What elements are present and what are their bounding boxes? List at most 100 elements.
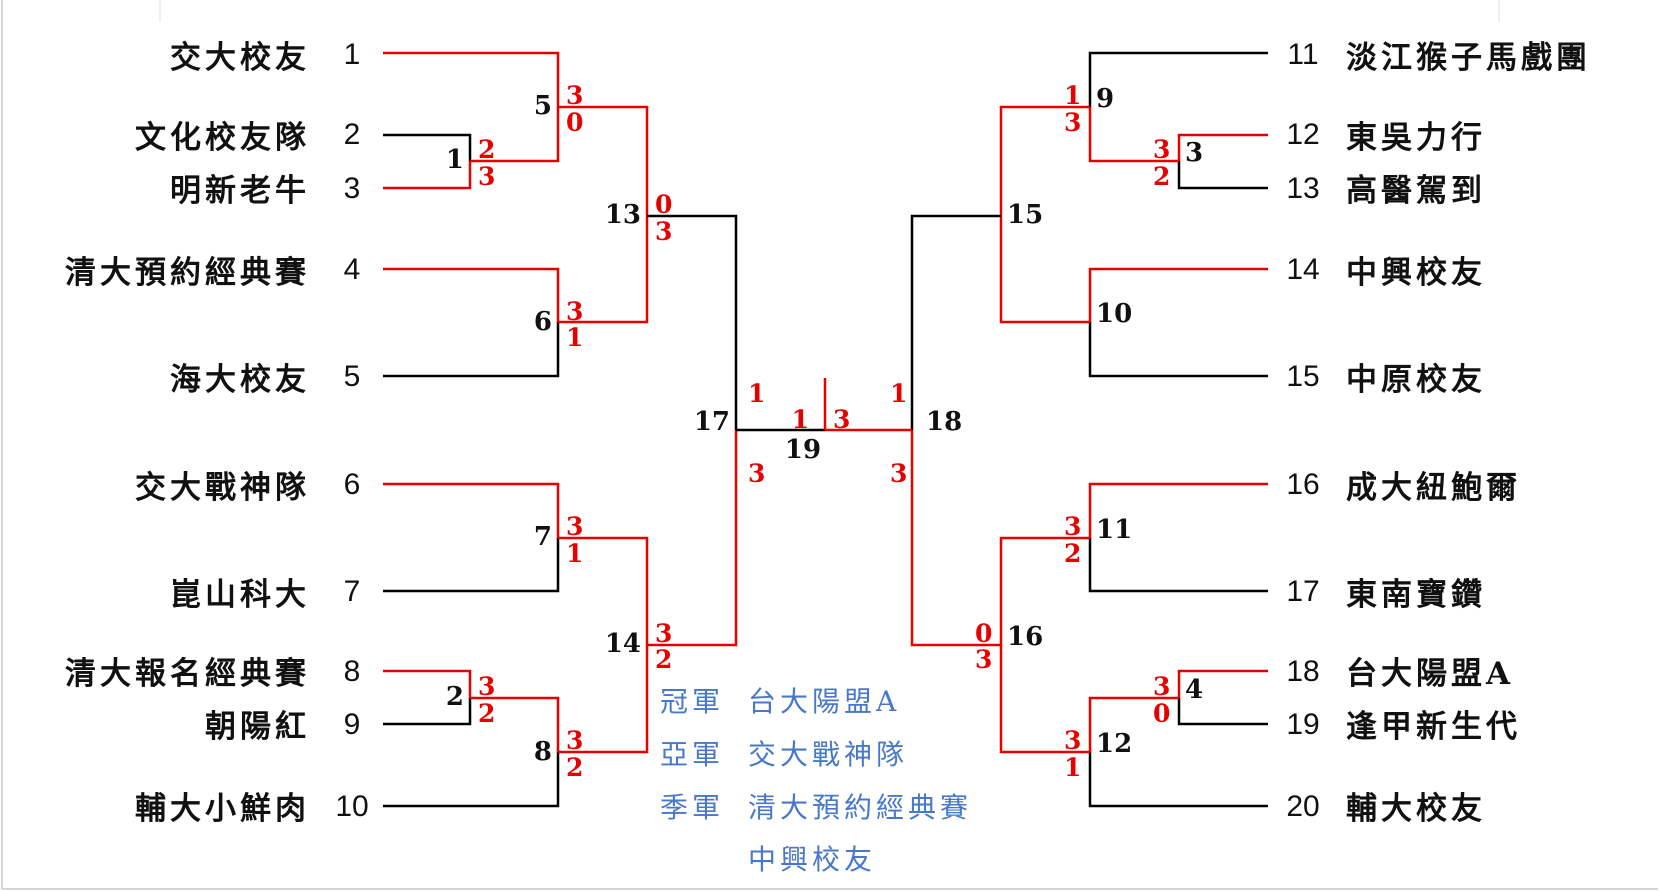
match-number: 16 — [1007, 622, 1043, 652]
team-name: 淡江猴子馬戲團 — [1346, 40, 1591, 76]
match-number: 14 — [605, 629, 641, 659]
line-match8-out — [558, 645, 649, 754]
score: 0 — [1153, 699, 1170, 728]
line-seed2 — [383, 133, 472, 161]
line-seed19 — [1177, 698, 1268, 726]
match-number: 11 — [1096, 515, 1132, 545]
match-number: 1 — [446, 145, 464, 175]
match-number: 17 — [694, 407, 730, 437]
team-seed: 13 — [1286, 172, 1319, 205]
team-seed: 12 — [1286, 118, 1319, 151]
line-seed15 — [1088, 322, 1268, 378]
match-number: 15 — [1007, 200, 1043, 230]
left-teams: 交大校友 1 文化校友隊 2 明新老牛 3 清大預約經典賽 4 海大校友 5 交… — [65, 38, 369, 827]
score: 3 — [1153, 135, 1170, 164]
line-seed13 — [1177, 161, 1268, 190]
champion-team: 台大陽盟A — [748, 685, 900, 718]
score: 3 — [1153, 672, 1170, 701]
right-teams: 11 淡江猴子馬戲團 12 東吳力行 13 高醫駕到 14 中興校友 15 中原… — [1286, 38, 1591, 827]
score: 3 — [748, 459, 765, 488]
match-number: 8 — [534, 737, 552, 767]
team-name: 東南寶鑽 — [1346, 577, 1486, 613]
line-seed16 — [1088, 482, 1268, 538]
third-place-label: 季軍 — [660, 791, 724, 824]
score: 1 — [566, 539, 583, 568]
score: 3 — [655, 217, 672, 246]
line-match13-out — [647, 214, 738, 430]
team-seed: 3 — [344, 172, 361, 205]
third-place-team: 中興校友 — [748, 843, 876, 876]
team-seed: 18 — [1286, 655, 1319, 688]
line-match9-out — [999, 105, 1090, 216]
team-name: 崑山科大 — [170, 577, 310, 613]
line-match12-out — [999, 645, 1090, 754]
match-numbers: 1 5 6 13 7 2 8 14 17 19 18 15 9 3 10 11 … — [446, 84, 1203, 767]
line-seed18 — [1177, 669, 1268, 698]
team-name: 輔大小鮮肉 — [135, 791, 310, 827]
team-name: 朝陽紅 — [205, 709, 310, 745]
score: 0 — [566, 108, 583, 137]
match-number: 13 — [605, 200, 641, 230]
score: 3 — [890, 459, 907, 488]
line-match14-out — [647, 430, 738, 647]
score: 1 — [748, 379, 765, 408]
runner-up-team: 交大戰神隊 — [748, 738, 908, 771]
team-seed: 4 — [344, 253, 361, 286]
team-seed: 6 — [344, 468, 361, 501]
match-number: 5 — [534, 91, 552, 121]
team-seed: 10 — [335, 790, 368, 823]
line-match2-out — [470, 696, 560, 752]
score: 3 — [566, 81, 583, 110]
team-seed: 15 — [1286, 360, 1319, 393]
team-name: 交大校友 — [170, 40, 310, 76]
score: 1 — [1064, 81, 1081, 110]
team-seed: 16 — [1286, 468, 1319, 501]
score: 3 — [478, 162, 495, 191]
score: 2 — [655, 645, 672, 674]
line-seed4 — [383, 267, 560, 322]
match-number: 4 — [1185, 675, 1203, 705]
score: 3 — [566, 512, 583, 541]
team-seed: 19 — [1286, 708, 1319, 741]
left-bracket-lines — [383, 51, 825, 808]
line-seed9 — [383, 698, 472, 726]
line-match6-out — [558, 216, 649, 324]
line-seed17 — [1088, 538, 1268, 593]
score: 1 — [1064, 753, 1081, 782]
team-seed: 20 — [1286, 790, 1319, 823]
line-seed8 — [383, 669, 472, 698]
line-seed14 — [1088, 267, 1268, 322]
line-seed7 — [383, 538, 560, 593]
line-seed10 — [383, 752, 560, 808]
match-number: 10 — [1096, 299, 1132, 329]
match-number: 7 — [534, 522, 552, 552]
match-number: 18 — [926, 407, 962, 437]
match-number: 19 — [785, 435, 821, 465]
score: 1 — [890, 379, 907, 408]
line-seed12 — [1177, 133, 1268, 161]
team-name: 逢甲新生代 — [1346, 709, 1521, 745]
team-name: 輔大校友 — [1346, 791, 1486, 827]
third-place-team: 清大預約經典賽 — [748, 791, 972, 824]
score: 2 — [1153, 162, 1170, 191]
team-seed: 11 — [1287, 38, 1318, 71]
line-match5-out — [558, 105, 649, 216]
team-name: 中原校友 — [1346, 362, 1486, 398]
team-name: 海大校友 — [170, 362, 310, 398]
right-bracket-lines — [823, 51, 1268, 808]
score: 2 — [1064, 539, 1081, 568]
score: 0 — [655, 190, 672, 219]
champion-label: 冠軍 — [660, 685, 724, 718]
score: 3 — [1064, 108, 1081, 137]
score: 2 — [566, 753, 583, 782]
line-match11-out — [999, 536, 1090, 645]
line-seed20 — [1088, 752, 1268, 808]
team-seed: 17 — [1286, 575, 1319, 608]
team-name: 明新老牛 — [170, 173, 310, 209]
team-name: 成大紐鮑爾 — [1346, 470, 1521, 506]
line-match1-out — [470, 107, 560, 163]
team-name: 清大報名經典賽 — [65, 656, 310, 692]
team-name: 交大戰神隊 — [135, 470, 310, 506]
score: 3 — [478, 672, 495, 701]
